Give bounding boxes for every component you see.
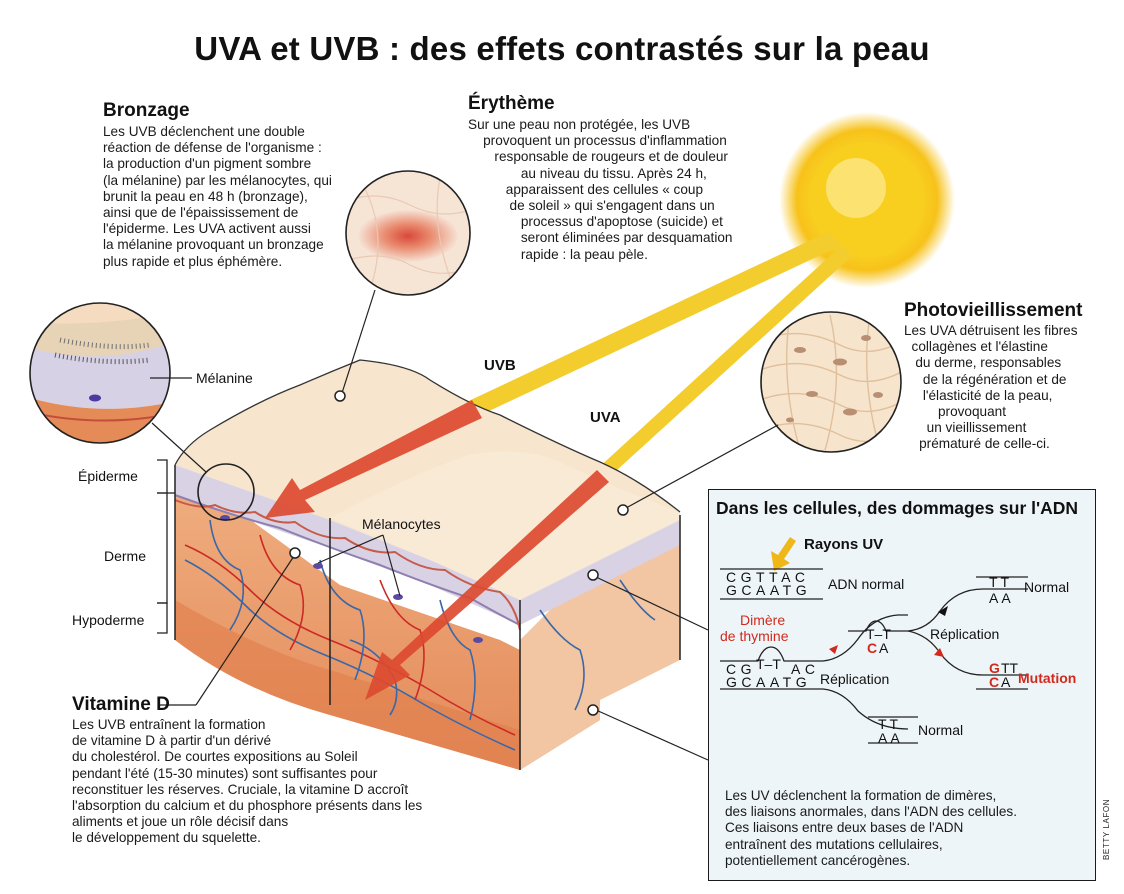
- mutation-a: A: [1001, 674, 1011, 690]
- strand-top-normal: CGTTAC: [726, 569, 810, 585]
- photovieillissement-heading: Photovieillissement: [904, 300, 1083, 321]
- photovieillissement-text: Les UVA détruisent les fibres collagènes…: [904, 323, 1078, 452]
- strand-bottom-normal: GCAATG: [726, 582, 811, 598]
- label-dimere-1: Dimère: [740, 612, 785, 628]
- dna-caption: Les UV déclenchent la formation de dimèr…: [725, 788, 1017, 868]
- lower-normal-aa: AA: [878, 730, 903, 746]
- epidermis-band: [175, 465, 680, 625]
- page-title: UVA et UVB : des effets contrastés sur l…: [194, 30, 930, 67]
- vitamine-d-heading: Vitamine D: [72, 694, 170, 715]
- fork-c: C: [867, 640, 877, 656]
- label-rayons-uv: Rayons UV: [804, 536, 883, 553]
- dimer-left: CG: [726, 661, 756, 677]
- lower-normal-tt: TT: [878, 716, 901, 732]
- dimer-tt: T–T: [756, 656, 781, 672]
- mutation-c: C: [989, 674, 999, 690]
- uv-arrow-icon: [771, 537, 796, 571]
- uva-arrow: [365, 470, 609, 700]
- dna-panel-title: Dans les cellules, des dommages sur l'AD…: [716, 498, 1079, 518]
- label-normal-bottom: Normal: [918, 722, 963, 738]
- blood-vessels: [184, 519, 656, 751]
- mutation-g: G: [989, 660, 1000, 676]
- uvb-arrow: [265, 400, 482, 518]
- label-dimere-2: de thymine: [720, 628, 789, 644]
- melanin-callout: [29, 302, 171, 444]
- label-melanocytes: Mélanocytes: [362, 516, 441, 532]
- result-normal-tt: TT: [989, 574, 1012, 590]
- label-epiderme: Épiderme: [78, 468, 138, 484]
- photoaging-callout: [760, 311, 902, 453]
- label-replication-1: Réplication: [930, 626, 999, 642]
- erytheme-text: Sur une peau non protégée, les UVB provo…: [468, 117, 733, 262]
- label-adn-normal: ADN normal: [828, 576, 904, 592]
- label-mutation: Mutation: [1018, 670, 1076, 686]
- result-normal-aa: AA: [989, 590, 1014, 606]
- label-hypoderme: Hypoderme: [72, 612, 145, 628]
- dna-diagram: CGTTAC GCAATG CG T–T AC GCAATG T–T C A T…: [720, 536, 1076, 746]
- bronzage-text: Les UVB déclenchent une double réaction …: [103, 124, 332, 269]
- vitamine-d-text: Les UVB entraînent la formation de vitam…: [72, 717, 423, 846]
- dimer-right: AC: [791, 661, 819, 677]
- erytheme-heading: Érythème: [468, 93, 555, 114]
- illustrator-credit: BETTY LAFON: [1102, 798, 1111, 860]
- fork-a: A: [879, 640, 889, 656]
- label-derme: Derme: [104, 548, 147, 564]
- label-melanine: Mélanine: [196, 370, 253, 386]
- layer-bracket: [157, 459, 175, 634]
- uva-ray: [596, 245, 852, 480]
- skin-front-right: [520, 520, 680, 770]
- erythema-callout: [345, 170, 471, 296]
- label-uvb: UVB: [484, 357, 516, 374]
- uvb-ray: [460, 232, 842, 420]
- bronzage-heading: Bronzage: [103, 100, 190, 121]
- strand-bottom-damaged: GCAATG: [726, 674, 811, 690]
- label-replication-2: Réplication: [820, 671, 889, 687]
- label-uva: UVA: [590, 409, 621, 426]
- mutation-t: TT: [1001, 660, 1019, 676]
- fork-tt: T–T: [866, 626, 891, 642]
- label-normal-top: Normal: [1024, 579, 1069, 595]
